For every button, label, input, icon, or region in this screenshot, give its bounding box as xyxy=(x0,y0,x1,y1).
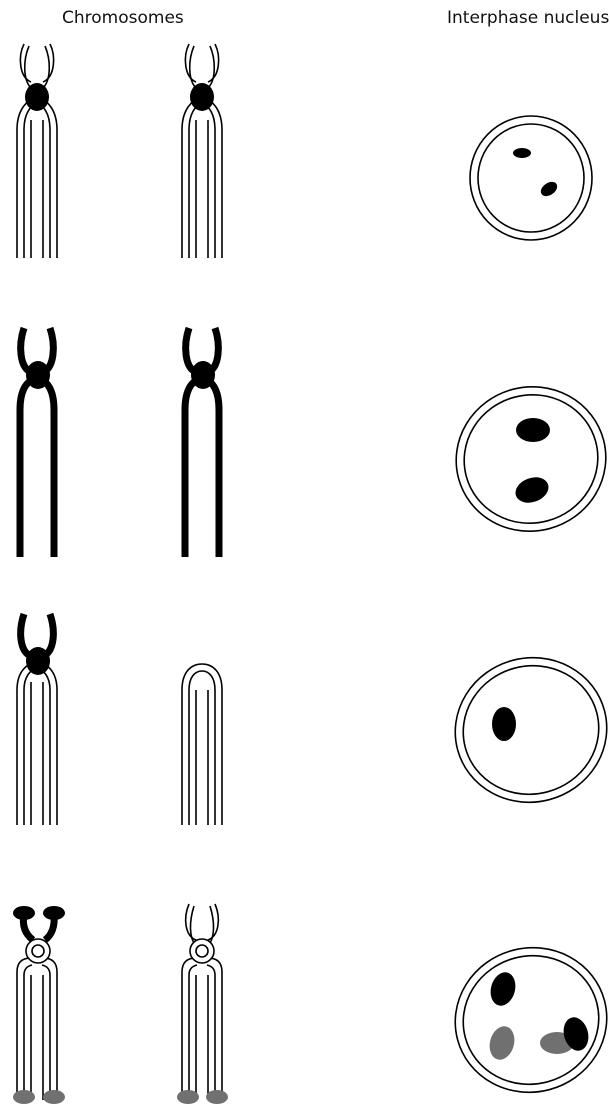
row1-centromere-left xyxy=(25,83,49,111)
row-3 xyxy=(17,614,610,825)
row4-chromosome-right xyxy=(182,904,222,1100)
row3-chromosome-left xyxy=(17,614,57,825)
row4-left-grey-1 xyxy=(13,1090,35,1104)
row4-left-grey-2 xyxy=(43,1090,65,1104)
row4-nucleus xyxy=(439,931,610,1109)
row3-nucleus xyxy=(439,641,610,819)
row-2 xyxy=(20,328,610,557)
row1-signal-2 xyxy=(538,179,560,199)
row3-chromosome-right xyxy=(182,664,222,825)
row4-left-tip-2 xyxy=(43,906,65,920)
row2-nucleus xyxy=(440,370,610,548)
row2-centromere-left xyxy=(26,361,50,389)
row2-signal-1 xyxy=(516,418,550,442)
row4-signal-grey-1 xyxy=(486,1023,518,1062)
row1-centromere-right xyxy=(190,83,214,111)
row4-right-grey-1 xyxy=(177,1090,199,1104)
row4-signal-black-1 xyxy=(487,969,519,1008)
row1-chromosome-left xyxy=(17,44,57,258)
row1-signal-1 xyxy=(513,148,531,158)
row4-left-tip-1 xyxy=(13,906,35,920)
row2-signal-2 xyxy=(512,473,552,507)
row-1 xyxy=(17,44,592,258)
row3-centromere-left xyxy=(26,647,50,675)
row4-right-grey-2 xyxy=(206,1090,228,1104)
row2-centromere-right xyxy=(191,361,215,389)
row1-nucleus xyxy=(470,116,592,240)
row-4 xyxy=(13,904,610,1109)
row1-chromosome-right xyxy=(182,44,222,258)
row3-signal-1 xyxy=(492,707,516,741)
